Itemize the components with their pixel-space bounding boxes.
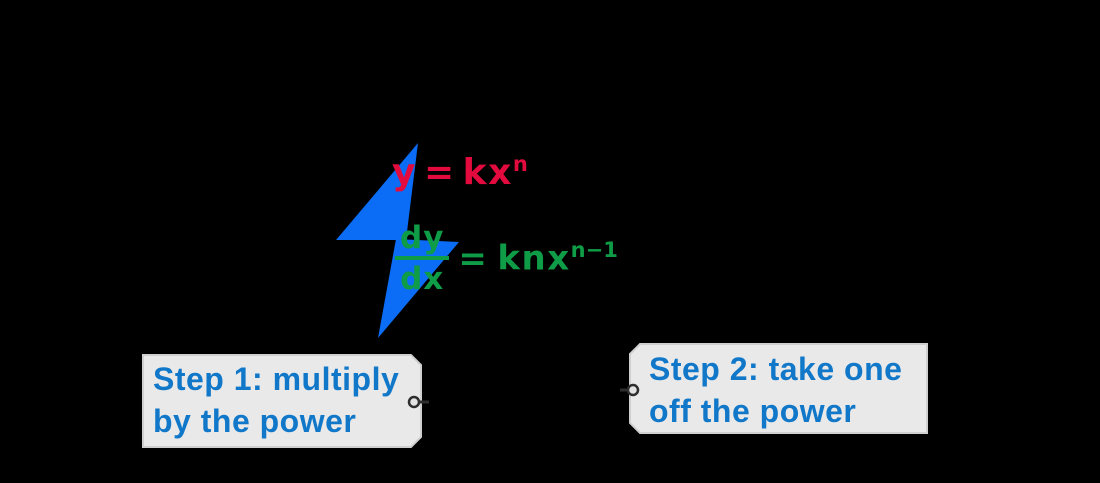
equation-original-base: kx <box>462 152 513 193</box>
equation-derivative: dy dx =knxn−1 <box>395 221 618 296</box>
step2-tag-shape <box>629 343 928 434</box>
step1-connector-dot <box>407 395 421 409</box>
equation-original-lhs: y <box>392 152 417 193</box>
dydx-fraction: dy dx <box>395 221 450 297</box>
fraction-denominator: dx <box>400 261 445 297</box>
equation-derivative-base: knx <box>497 238 571 279</box>
equation-original-exponent: n <box>512 152 528 176</box>
step1-label-line1: Step 1: multiply <box>153 361 400 397</box>
fraction-numerator: dy <box>395 221 450 260</box>
step2-label: Step 2: take one off the power <box>649 348 902 432</box>
step1-tag-shape <box>142 354 422 448</box>
equation-derivative-exponent: n−1 <box>570 238 618 263</box>
step2-label-line1: Step 2: take one <box>649 351 903 387</box>
equals-sign: = <box>423 152 456 193</box>
lightning-bolt-icon <box>336 143 418 240</box>
step1-label: Step 1: multiply by the power <box>153 358 399 442</box>
equals-sign: = <box>458 238 489 279</box>
step1-label-line2: by the power <box>153 403 357 439</box>
lightning-bolt-icon <box>378 239 459 338</box>
step2-connector-dot <box>626 383 640 397</box>
equation-derivative-rhs: =knxn−1 <box>458 238 617 278</box>
equation-original: y=kxn <box>392 152 528 193</box>
step2-label-line2: off the power <box>649 393 857 429</box>
